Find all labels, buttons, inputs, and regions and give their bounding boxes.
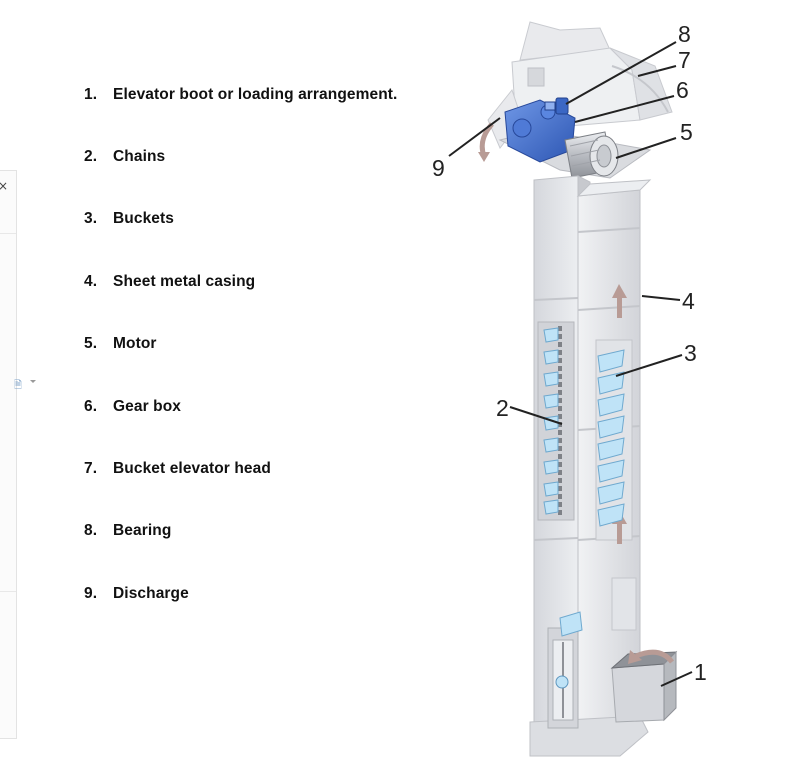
callout-2: 2 [496,395,509,421]
legend-number: 9. [84,585,98,602]
callout-7: 7 [678,47,691,73]
legend-label: Motor [113,335,157,352]
legend-item: 1. Elevator boot or loading arrangement. [84,86,397,104]
loading-chute [610,649,678,723]
drive-assembly [498,97,652,179]
callout-1: 1 [694,659,707,685]
legend-label: Buckets [113,210,175,227]
legend-number: 4. [84,273,98,290]
panel-divider [0,233,16,234]
callout-6: 6 [676,77,689,103]
legend-label: Discharge [113,585,189,602]
document-icon[interactable]: 🗎 [14,380,23,391]
legend-item: 8. Bearing [84,522,171,540]
legend-label: Chains [113,148,166,165]
callout-9: 9 [432,155,445,181]
legend-item: 6. Gear box [84,398,181,416]
legend-item: 9. Discharge [84,585,189,603]
bucket-elevator-diagram: 8 7 6 5 9 4 3 2 1 [432,21,707,757]
legend-label: Bearing [113,522,172,539]
callout-3: 3 [684,340,697,366]
discharge-arrowhead [478,152,490,162]
legend-item: 2. Chains [84,148,165,166]
leader-lines [448,41,693,687]
gearbox [504,99,576,163]
callout-numbers: 8 7 6 5 9 4 3 2 1 [432,21,707,685]
legend-number: 3. [84,210,98,227]
side-panel-edge: × 🗎 [0,170,36,739]
legend-item: 4. Sheet metal casing [84,273,255,291]
legend-item: 3. Buckets [84,210,174,228]
callout-5: 5 [680,119,693,145]
bearing [544,97,569,115]
panel-divider [0,591,16,592]
legend-item: 5. Motor [84,335,157,353]
legend-number: 7. [84,460,98,477]
motor [564,131,619,179]
legend-number: 8. [84,522,98,539]
legend-number: 1. [84,86,98,103]
callout-8: 8 [678,21,691,47]
legend-number: 6. [84,398,98,415]
legend-label: Bucket elevator head [113,460,271,477]
legend-label: Sheet metal casing [113,273,256,290]
legend-label: Elevator boot or loading arrangement. [113,86,398,103]
legend-number: 2. [84,148,98,165]
close-icon[interactable]: × [0,179,9,193]
dropdown-caret-icon[interactable] [30,380,36,383]
callout-4: 4 [682,288,695,314]
chain-left [543,326,562,516]
legend-label: Gear box [113,398,181,415]
buckets-right [597,349,625,527]
legend-number: 5. [84,335,98,352]
elevator-boot [529,611,649,757]
legend-item: 7. Bucket elevator head [84,460,271,478]
